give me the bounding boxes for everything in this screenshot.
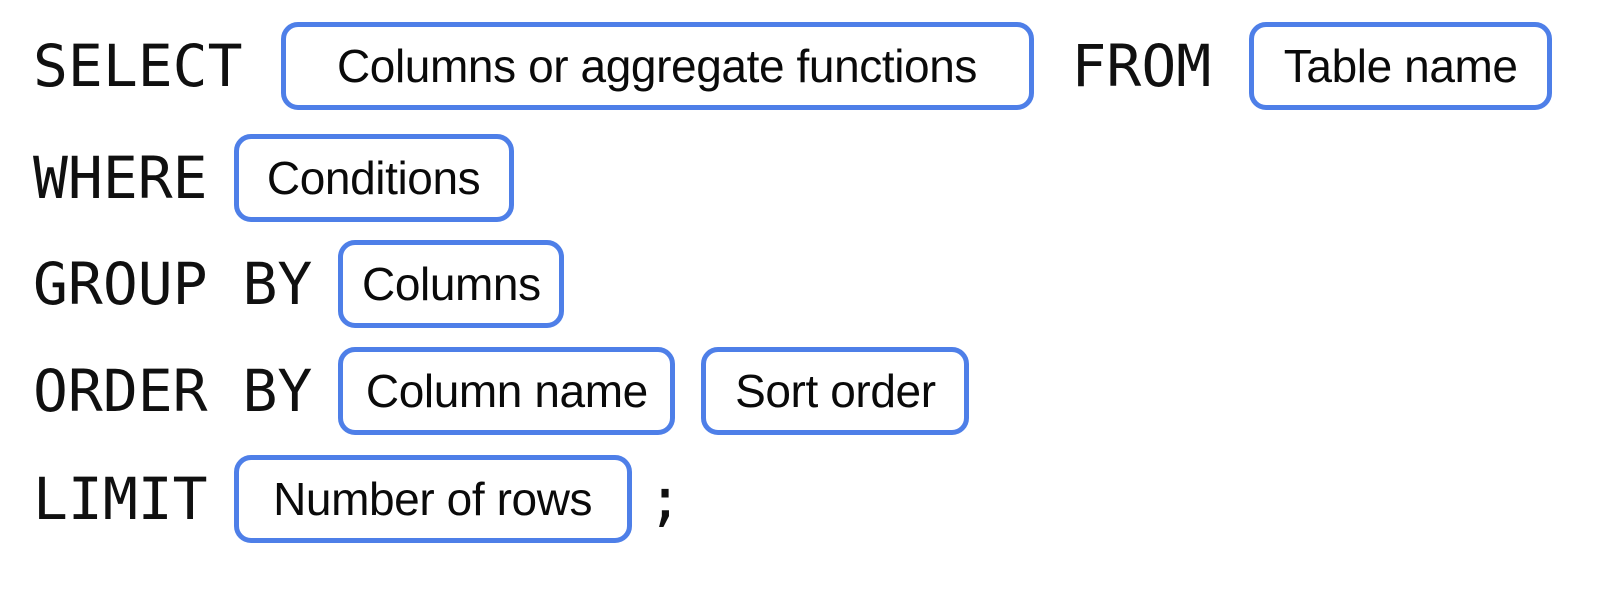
slot-order-by-column-name-label: Column name: [365, 365, 648, 417]
keyword-where: WHERE: [33, 144, 208, 212]
statement-terminator: ;: [647, 465, 683, 533]
slot-order-by-sort-order[interactable]: Sort order: [701, 347, 970, 435]
slot-select-columns[interactable]: Columns or aggregate functions: [280, 22, 1034, 110]
slot-from-table-label: Table name: [1283, 40, 1518, 92]
slot-limit-number-of-rows[interactable]: Number of rows: [233, 455, 632, 543]
select-row: SELECT Columns or aggregate functions FR…: [0, 18, 1553, 114]
keyword-from: FROM: [1071, 32, 1212, 100]
slot-where-conditions-label: Conditions: [266, 152, 481, 204]
keyword-select: SELECT: [33, 32, 243, 100]
slot-group-by-columns-label: Columns: [362, 258, 541, 310]
slot-limit-number-of-rows-label: Number of rows: [273, 473, 593, 525]
slot-from-table[interactable]: Table name: [1249, 22, 1553, 110]
limit-row: LIMIT Number of rows ;: [0, 451, 683, 547]
keyword-group-by: GROUP BY: [33, 250, 313, 318]
order-by-row: ORDER BY Column name Sort order: [0, 343, 970, 439]
slot-group-by-columns[interactable]: Columns: [338, 240, 565, 328]
keyword-limit: LIMIT: [33, 465, 208, 533]
slot-where-conditions[interactable]: Conditions: [233, 134, 514, 222]
slot-select-columns-label: Columns or aggregate functions: [336, 40, 978, 92]
keyword-order-by: ORDER BY: [33, 357, 313, 425]
slot-order-by-sort-order-label: Sort order: [735, 365, 936, 417]
where-row: WHERE Conditions: [0, 130, 514, 226]
slot-order-by-column-name[interactable]: Column name: [338, 347, 676, 435]
group-by-row: GROUP BY Columns: [0, 236, 565, 332]
